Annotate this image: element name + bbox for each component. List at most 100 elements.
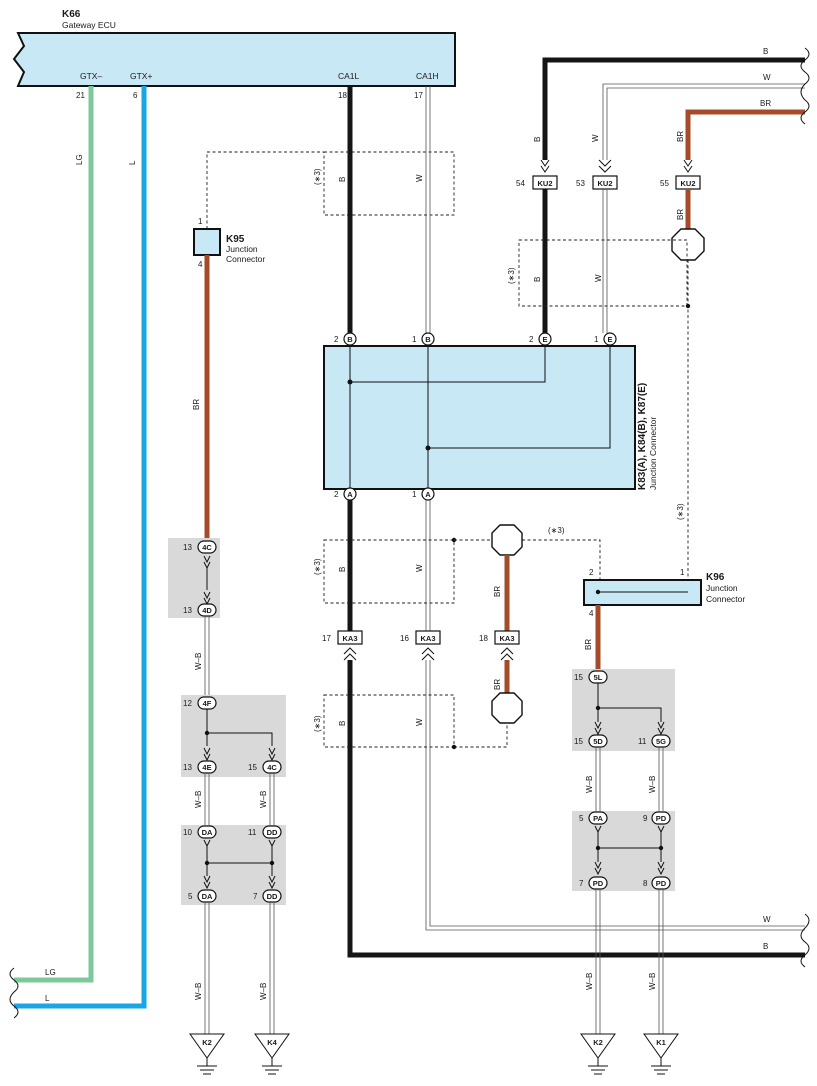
shield-line-k95: [206, 151, 324, 229]
conn-pd-7: PD 7: [579, 876, 608, 890]
conn-5l: 5L 15: [574, 670, 608, 684]
wire-w-top-right: [602, 83, 805, 160]
svg-text:4E: 4E: [202, 763, 211, 772]
wire-w-ku2-down: [602, 189, 608, 333]
svg-text:DD: DD: [267, 828, 278, 837]
svg-text:8: 8: [643, 879, 648, 888]
label-wb-5: W–B: [259, 983, 268, 1000]
svg-text:15: 15: [574, 737, 583, 746]
splice-dot: [425, 445, 431, 451]
svg-text:13: 13: [183, 606, 192, 615]
shield-label-5: (∗3): [548, 526, 565, 535]
svg-text:17: 17: [322, 634, 331, 643]
conn-da-top: DA 10: [183, 825, 217, 839]
shield-label-6: (∗3): [313, 715, 322, 732]
svg-text:55: 55: [660, 179, 669, 188]
ku2-55: KU2 55: [660, 175, 701, 190]
k95-id: K95: [226, 234, 245, 245]
label-b-shield-lower: B: [338, 721, 347, 726]
svg-text:K4: K4: [267, 1038, 277, 1047]
shield-label-2: (∗3): [507, 267, 516, 284]
splice-dot: [685, 303, 691, 309]
jc-internal-lines: [349, 345, 611, 488]
label-b-shield-top: B: [338, 177, 347, 182]
conn-4d: 4D 13: [183, 603, 217, 617]
svg-text:9: 9: [643, 814, 648, 823]
svg-text:11: 11: [638, 737, 647, 746]
svg-text:KU2: KU2: [680, 179, 695, 188]
svg-text:11: 11: [248, 828, 257, 837]
label-b-ku2: B: [533, 137, 542, 142]
chevron-down-icon: [594, 721, 665, 736]
svg-text:DA: DA: [202, 892, 213, 901]
svg-text:PA: PA: [593, 814, 603, 823]
conn-da-bottom: DA 5: [188, 889, 217, 903]
ecu-name: Gateway ECU: [62, 20, 116, 30]
ecu-id: K66: [62, 9, 81, 20]
ground-icon: [262, 1058, 282, 1075]
svg-text:2: 2: [334, 490, 339, 499]
ecu-pin-num-18: 18: [338, 91, 347, 100]
ecu-pin-num-17: 17: [414, 91, 423, 100]
conn-5d: 5D 15: [574, 734, 608, 748]
k95-pin-1: 1: [198, 217, 203, 226]
chevron-up-icon: [343, 647, 514, 661]
svg-text:PD: PD: [656, 879, 667, 888]
ku2-53: KU2 53: [576, 175, 618, 190]
label-wb-8: W–B: [585, 973, 594, 990]
k96-pin-1: 1: [680, 568, 685, 577]
svg-text:53: 53: [576, 179, 585, 188]
splice-dot: [595, 705, 601, 711]
chevron-down-icon: [203, 747, 276, 762]
svg-text:1: 1: [412, 335, 417, 344]
shield-box-top: [323, 151, 455, 216]
svg-text:54: 54: [516, 179, 525, 188]
label-b-shield-mid: B: [338, 567, 347, 572]
label-br-top-right: BR: [760, 99, 771, 108]
wire-w-bottom: [425, 660, 805, 931]
svg-text:4C: 4C: [267, 763, 277, 772]
gateway-ecu-box: [12, 32, 456, 87]
ground-icon: [588, 1058, 608, 1075]
k96-pin-2: 2: [589, 568, 594, 577]
splice-dot: [204, 730, 210, 736]
svg-text:PD: PD: [593, 879, 604, 888]
k95-junction-connector: [193, 228, 221, 256]
shield-terminal-lower: [491, 692, 523, 724]
wire-wb-to-ground-left: [204, 902, 275, 1034]
splice-dot: [451, 744, 457, 750]
svg-text:KA3: KA3: [342, 634, 357, 643]
label-b-shield-right: B: [533, 277, 542, 282]
ground-k2-left: K2: [189, 1033, 225, 1075]
svg-text:E: E: [542, 335, 547, 344]
wire-w-ca1h: [425, 86, 431, 333]
jc-top-pin-2b: B 2: [334, 332, 357, 346]
wire-wb-4d-4f: [204, 616, 210, 700]
svg-text:KA3: KA3: [420, 634, 435, 643]
conn-dd-top: DD 11: [248, 825, 282, 839]
label-wb-9: W–B: [648, 973, 657, 990]
svg-text:15: 15: [248, 763, 257, 772]
chevron-down-icon: [540, 159, 693, 173]
svg-text:5D: 5D: [593, 737, 603, 746]
jc-top-pin-1b: B 1: [412, 332, 435, 346]
wire-br-top-right: [685, 109, 805, 160]
splice-dot: [204, 860, 210, 866]
svg-text:1: 1: [412, 490, 417, 499]
wire-wb-5d-pa: [595, 747, 664, 812]
shield-line-k96-top: [454, 539, 601, 580]
label-br-k96: BR: [584, 639, 593, 650]
ecu-pin-ca1l: CA1L: [338, 71, 360, 81]
conn-dd-bottom: DD 7: [253, 889, 282, 903]
svg-text:KU2: KU2: [537, 179, 552, 188]
ecu-pin-gtx-plus: GTX+: [130, 71, 152, 81]
wire-w-jc-ka3: [425, 500, 431, 633]
shield-terminal-top-right: [671, 228, 705, 261]
svg-text:5G: 5G: [656, 737, 666, 746]
jc-bottom-pin-2a: A 2: [334, 487, 357, 501]
shield-line-lower: [454, 723, 508, 748]
wire-wb-4e-da: [204, 773, 275, 826]
svg-text:5: 5: [579, 814, 584, 823]
svg-text:B: B: [425, 335, 431, 344]
